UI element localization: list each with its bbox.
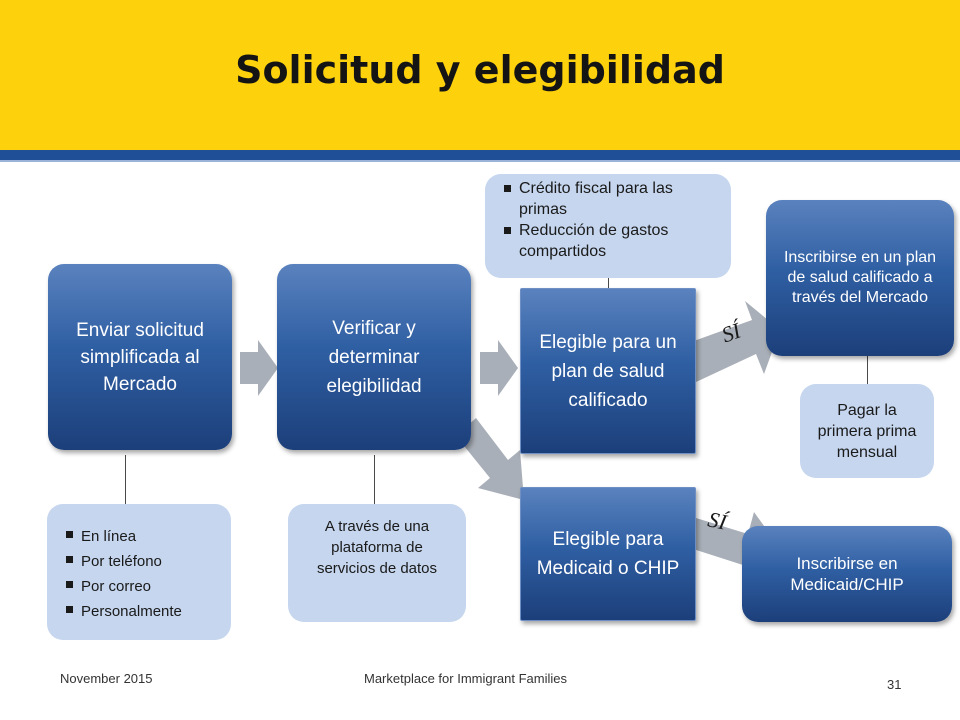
eligible-plan-box-label: Elegible para un plan de salud calificad…	[539, 331, 677, 411]
connector-verify-note	[374, 455, 375, 505]
verify-method-text: A través de una plataforma de servicios …	[316, 518, 438, 577]
enroll-medicaid-box: Inscribirse en Medicaid/CHIP	[742, 526, 952, 622]
enroll-plan-box: Inscribirse en un plan de salud califica…	[766, 200, 954, 356]
connector-benefits-plan	[608, 270, 609, 288]
eligible-medicaid-box: Elegible para Medicaid o CHIP	[520, 487, 696, 621]
verify-box-label: Verificar y determinar elegibilidad	[326, 317, 422, 397]
apply-box: Enviar solicitud simplificada al Mercado	[48, 264, 232, 450]
arrow-verify-to-medicaid	[456, 418, 524, 500]
arrow-yes-plan	[680, 301, 780, 382]
eligible-plan-box: Elegible para un plan de salud calificad…	[520, 288, 696, 454]
apply-method-item: Por correo	[63, 574, 223, 599]
header-rule-thin	[0, 160, 960, 162]
eligible-medicaid-box-label: Elegible para Medicaid o CHIP	[536, 529, 680, 579]
connector-enroll-premium	[867, 356, 868, 386]
page-number: 31	[887, 677, 902, 692]
first-premium-note: Pagar la primera prima mensual	[800, 384, 934, 478]
enroll-plan-box-label: Inscribirse en un plan de salud califica…	[783, 249, 937, 306]
plan-benefits-note: Crédito fiscal para las primas Reducción…	[485, 174, 731, 278]
first-premium-text: Pagar la primera prima mensual	[817, 401, 917, 461]
footer-date: November 2015	[60, 671, 153, 686]
verify-box: Verificar y determinar elegibilidad	[277, 264, 471, 450]
header-rule	[0, 150, 960, 160]
apply-box-label: Enviar solicitud simplificada al Mercado	[76, 319, 204, 395]
header-band	[0, 0, 960, 150]
plan-benefit-item: Reducción de gastos compartidos	[501, 220, 721, 262]
connector-apply-note	[125, 455, 126, 505]
plan-benefits-list: Crédito fiscal para las primas Reducción…	[501, 178, 721, 262]
plan-benefit-item: Crédito fiscal para las primas	[501, 178, 721, 220]
verify-method-note: A través de una plataforma de servicios …	[288, 504, 466, 622]
apply-method-item: Personalmente	[63, 599, 223, 624]
apply-methods-note: En línea Por teléfono Por correo Persona…	[47, 504, 231, 640]
arrow-apply-to-verify	[240, 340, 278, 396]
page-title: Solicitud y elegibilidad	[235, 48, 725, 92]
footer-title: Marketplace for Immigrant Families	[364, 671, 567, 686]
enroll-medicaid-box-label: Inscribirse en Medicaid/CHIP	[790, 554, 904, 594]
apply-method-item: En línea	[63, 524, 223, 549]
apply-method-item: Por teléfono	[63, 549, 223, 574]
arrow-verify-to-plan	[480, 340, 518, 396]
apply-methods-list: En línea Por teléfono Por correo Persona…	[63, 524, 223, 624]
